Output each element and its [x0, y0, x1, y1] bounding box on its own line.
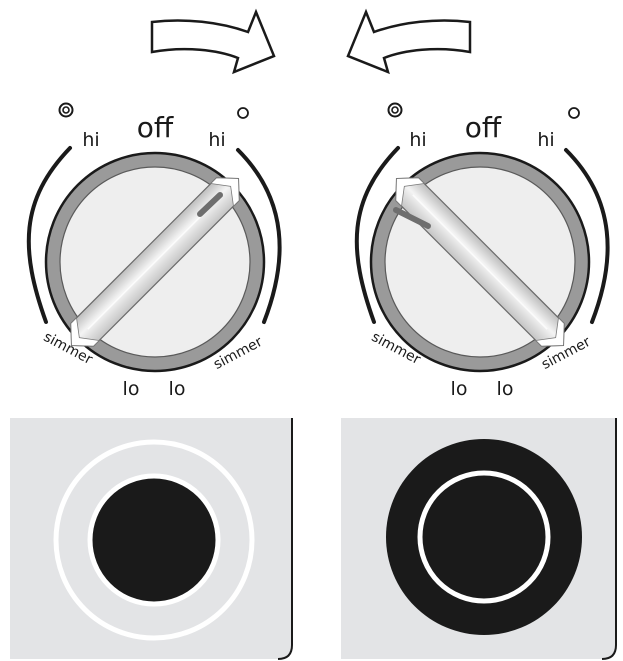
off-label: off: [137, 111, 174, 144]
inner-heating-element: [417, 470, 551, 604]
knob-indicator-line: [197, 192, 223, 217]
right-scale-arc: [236, 148, 282, 324]
lo-label-left: lo: [451, 378, 468, 400]
knob-indicator-line: [393, 207, 431, 229]
knob-handle[interactable]: [60, 167, 250, 357]
lo-label-left: lo: [123, 378, 140, 400]
lo-label-right: lo: [497, 378, 514, 400]
left-scale-arc: [354, 146, 400, 324]
single-zone-symbol-icon: [568, 107, 580, 119]
outer-heating-element: [53, 439, 255, 641]
single-zone-symbol-icon: [237, 107, 249, 119]
left-knob[interactable]: [44, 151, 266, 373]
hi-label-left: hi: [82, 129, 99, 151]
right-knob[interactable]: [369, 151, 591, 373]
left-scale-arc: [26, 146, 72, 324]
curved-arrow-counterclockwise-icon: [346, 8, 472, 75]
hi-label-right: hi: [208, 129, 225, 151]
left-burner-panel: [10, 418, 293, 660]
lo-label-right: lo: [169, 378, 186, 400]
dual-zone-symbol-icon: [387, 102, 403, 118]
hi-label-right: hi: [537, 129, 554, 151]
dual-zone-symbol-icon: [58, 102, 74, 118]
right-scale-arc: [564, 148, 610, 324]
curved-arrow-clockwise-icon: [150, 8, 276, 75]
off-label: off: [465, 111, 502, 144]
knob-handle[interactable]: [385, 167, 575, 357]
hi-label-left: hi: [409, 129, 426, 151]
left-knob-assembly: off hi hi simmer simmer lo lo: [26, 102, 282, 400]
right-burner-panel: [341, 418, 617, 660]
right-knob-assembly: off hi hi simmer simmer lo lo: [354, 102, 610, 400]
inner-heating-element: [87, 473, 221, 607]
